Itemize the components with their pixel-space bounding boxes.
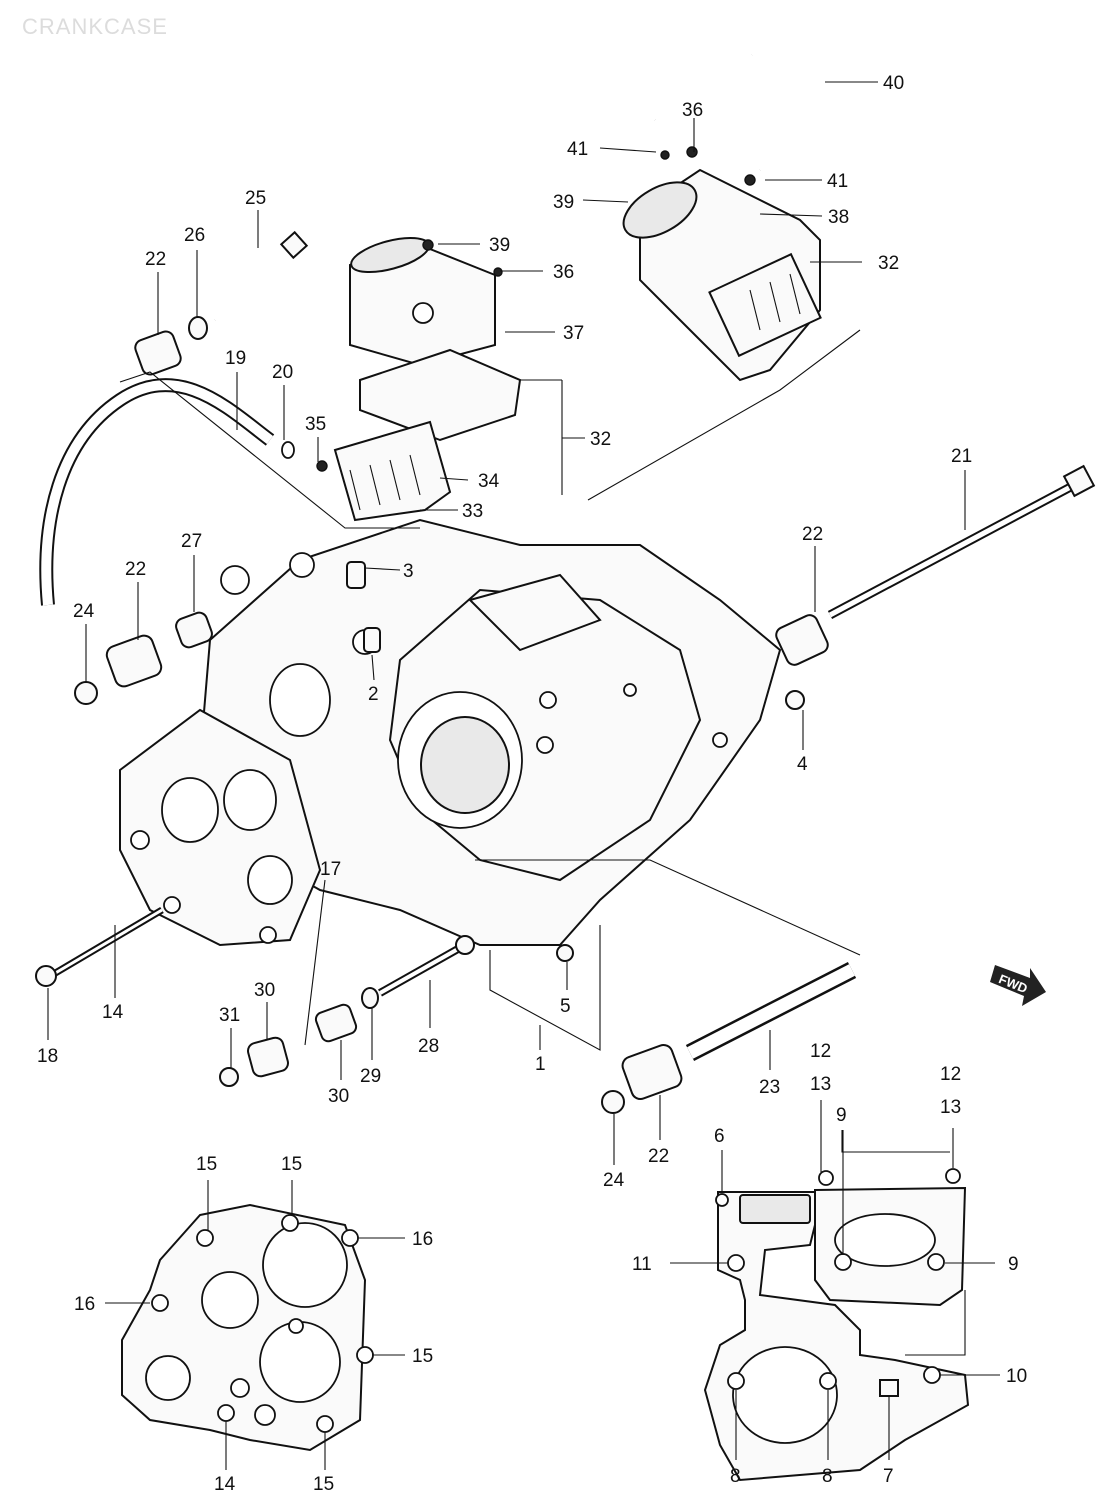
callout-8: 8 bbox=[822, 1466, 833, 1487]
nut-30-31 bbox=[219, 1036, 289, 1087]
callout-22: 22 bbox=[648, 1146, 669, 1167]
callout-30: 30 bbox=[254, 980, 275, 1001]
callout-38: 38 bbox=[828, 207, 849, 228]
nut-22-27-24-left bbox=[74, 611, 213, 705]
callout-2: 2 bbox=[368, 684, 379, 705]
stud-23-set bbox=[601, 961, 857, 1114]
callout-36: 36 bbox=[553, 262, 574, 283]
callout-4: 4 bbox=[797, 754, 808, 775]
bolt-14-set bbox=[35, 906, 164, 987]
callout-23: 23 bbox=[759, 1077, 780, 1098]
front-intake-assembly bbox=[316, 236, 522, 522]
breather-hose-40 bbox=[643, 45, 822, 174]
callout-9: 9 bbox=[1008, 1254, 1019, 1275]
callout-39: 39 bbox=[489, 235, 510, 256]
callout-15: 15 bbox=[196, 1154, 217, 1175]
crankcase-halves bbox=[119, 518, 782, 947]
callout-34: 34 bbox=[478, 471, 500, 492]
callout-13: 13 bbox=[940, 1097, 961, 1118]
callout-19: 19 bbox=[225, 348, 246, 369]
callout-33: 33 bbox=[462, 501, 483, 522]
callout-41: 41 bbox=[567, 139, 588, 160]
callout-11: 11 bbox=[632, 1254, 652, 1275]
callout-31: 31 bbox=[219, 1005, 240, 1026]
callout-15: 15 bbox=[313, 1474, 334, 1495]
callout-28: 28 bbox=[418, 1036, 439, 1057]
forward-arrow: FWD bbox=[990, 965, 1046, 1006]
callout-36: 36 bbox=[682, 100, 703, 121]
callout-25: 25 bbox=[245, 188, 266, 209]
callout-6: 6 bbox=[714, 1126, 725, 1147]
stud-21-set bbox=[775, 464, 1096, 666]
callout-12: 12 bbox=[940, 1064, 961, 1085]
callout-22: 22 bbox=[145, 249, 166, 270]
hose-19 bbox=[39, 378, 295, 606]
callout-7: 7 bbox=[883, 1466, 894, 1487]
callout-16: 16 bbox=[412, 1229, 433, 1250]
bolt-25-set bbox=[134, 230, 309, 376]
callout-22: 22 bbox=[802, 524, 823, 545]
gasket-left bbox=[121, 1203, 374, 1452]
callout-5: 5 bbox=[560, 996, 571, 1017]
callout-15: 15 bbox=[281, 1154, 302, 1175]
bolt-28-set bbox=[314, 935, 475, 1043]
callout-13: 13 bbox=[810, 1074, 831, 1095]
forward-mark: FWD bbox=[997, 971, 1030, 996]
callout-9: 9 bbox=[836, 1105, 847, 1126]
callout-18: 18 bbox=[37, 1046, 58, 1067]
callout-32: 32 bbox=[878, 253, 899, 274]
callout-22: 22 bbox=[125, 559, 146, 580]
watermark-title: CRANKCASE bbox=[22, 14, 168, 39]
callout-17: 17 bbox=[320, 859, 341, 880]
callout-14: 14 bbox=[214, 1474, 236, 1495]
callout-24: 24 bbox=[603, 1170, 625, 1191]
rear-intake-assembly bbox=[622, 146, 822, 382]
callout-29: 29 bbox=[360, 1066, 381, 1087]
callout-37: 37 bbox=[563, 323, 584, 344]
small-fittings bbox=[346, 561, 805, 962]
callout-24: 24 bbox=[73, 601, 95, 622]
callout-35: 35 bbox=[305, 414, 326, 435]
callout-39: 39 bbox=[553, 192, 574, 213]
callout-32: 32 bbox=[590, 429, 611, 450]
callout-numbers: 40 36 41 41 39 38 32 39 36 37 32 34 33 3… bbox=[37, 73, 1027, 1495]
callout-40: 40 bbox=[883, 73, 904, 94]
callout-15: 15 bbox=[412, 1346, 433, 1367]
callout-21: 21 bbox=[951, 446, 972, 467]
callout-16: 16 bbox=[74, 1294, 95, 1315]
callout-26: 26 bbox=[184, 225, 205, 246]
callout-20: 20 bbox=[272, 362, 293, 383]
callout-30: 30 bbox=[328, 1086, 349, 1107]
callout-41: 41 bbox=[827, 171, 848, 192]
callout-10: 10 bbox=[1006, 1366, 1027, 1387]
callout-8: 8 bbox=[730, 1466, 741, 1487]
callout-1: 1 bbox=[535, 1054, 546, 1075]
leader-lines bbox=[47, 81, 1000, 1470]
callout-3: 3 bbox=[403, 561, 414, 582]
callout-12: 12 bbox=[810, 1041, 831, 1062]
callout-27: 27 bbox=[181, 531, 202, 552]
callout-14: 14 bbox=[102, 1002, 124, 1023]
gasket-set-right bbox=[703, 1168, 970, 1482]
